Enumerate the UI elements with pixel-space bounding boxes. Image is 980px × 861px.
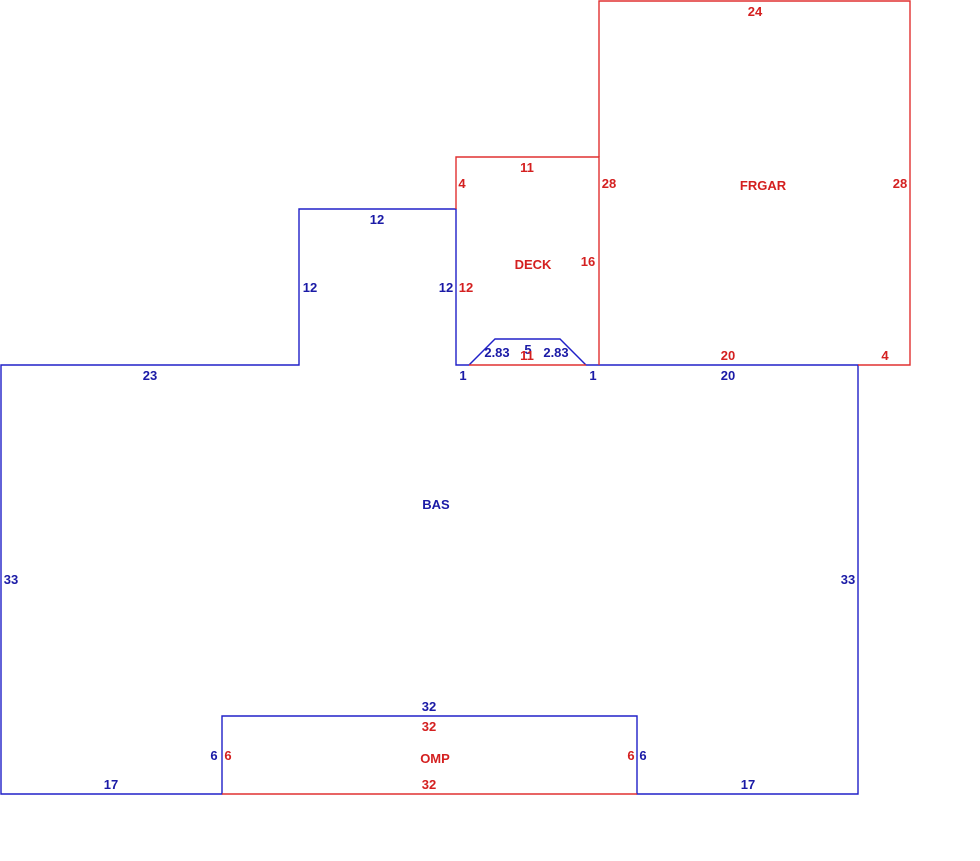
dim-omp-right-blue: 6 — [639, 748, 646, 763]
frgar-outline — [598, 0, 911, 366]
area-label-deck: DECK — [515, 257, 552, 272]
dim-omp-top-blue: 32 — [422, 699, 436, 714]
dim-frgar-right: 28 — [893, 176, 907, 191]
dim-deck-top: 11 — [520, 160, 534, 175]
dim-bas-bay-left: 2.83 — [484, 345, 509, 360]
dim-omp-top-red: 32 — [422, 719, 436, 734]
dim-deck-left-upper: 4 — [458, 176, 466, 191]
dim-bas-one-left: 1 — [459, 368, 466, 383]
dim-bas-bottom-right: 17 — [741, 777, 755, 792]
dim-bas-top-left: 23 — [143, 368, 157, 383]
area-label-bas: BAS — [422, 497, 450, 512]
dim-omp-left-blue: 6 — [210, 748, 217, 763]
dim-bas-left: 33 — [4, 572, 18, 587]
dim-omp-bottom: 32 — [422, 777, 436, 792]
dim-bas-one-right: 1 — [589, 368, 596, 383]
dim-frgar-bottom-right: 4 — [881, 348, 889, 363]
dim-frgar-bottom: 20 — [721, 348, 735, 363]
dim-bas-step-right: 12 — [439, 280, 453, 295]
deck-outline — [455, 156, 600, 366]
dim-bas-step-top: 12 — [370, 212, 384, 227]
dim-bas-step-vertical: 12 — [303, 280, 317, 295]
area-label-frgar: FRGAR — [740, 178, 787, 193]
bas-outline — [0, 208, 859, 795]
area-label-omp: OMP — [420, 751, 450, 766]
dim-bas-bay-right: 2.83 — [543, 345, 568, 360]
dim-bas-bottom-left: 17 — [104, 777, 118, 792]
dim-omp-left-red: 6 — [224, 748, 231, 763]
dim-frgar-left: 28 — [602, 176, 616, 191]
dim-omp-right-red: 6 — [627, 748, 634, 763]
dim-bas-bay-top: 5 — [524, 342, 531, 357]
dim-bas-top-right: 20 — [721, 368, 735, 383]
dim-bas-right: 33 — [841, 572, 855, 587]
dim-deck-bottom: 11 — [520, 348, 534, 363]
dim-deck-left-lower: 12 — [459, 280, 473, 295]
dim-frgar-top: 24 — [748, 4, 763, 19]
dim-deck-right: 16 — [581, 254, 595, 269]
